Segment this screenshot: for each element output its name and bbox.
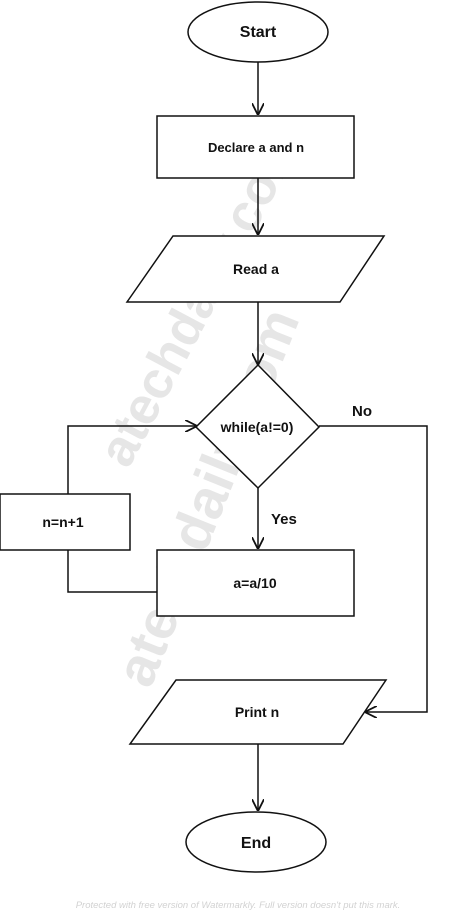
edge-label-no: No	[352, 403, 372, 420]
node-print: Print n	[128, 679, 388, 745]
node-print-label: Print n	[235, 704, 279, 720]
node-declare-label: Declare a and n	[208, 140, 304, 155]
node-start: Start	[187, 1, 329, 63]
footer-watermark: Protected with free version of Watermark…	[76, 900, 401, 911]
node-while: while(a!=0)	[194, 363, 321, 490]
node-divide: a=a/10	[156, 549, 355, 617]
node-increment: n=n+1	[0, 493, 131, 551]
edge-label-yes: Yes	[271, 511, 297, 528]
node-declare: Declare a and n	[156, 115, 355, 179]
node-read-label: Read a	[233, 261, 279, 277]
node-while-label: while(a!=0)	[220, 419, 294, 435]
node-increment-label: n=n+1	[42, 514, 83, 530]
edge-no-branch-to-print	[319, 425, 428, 712]
node-end-label: End	[241, 835, 271, 852]
node-divide-label: a=a/10	[233, 575, 276, 591]
node-read: Read a	[125, 235, 386, 303]
node-start-label: Start	[240, 24, 277, 41]
node-end: End	[185, 811, 327, 873]
